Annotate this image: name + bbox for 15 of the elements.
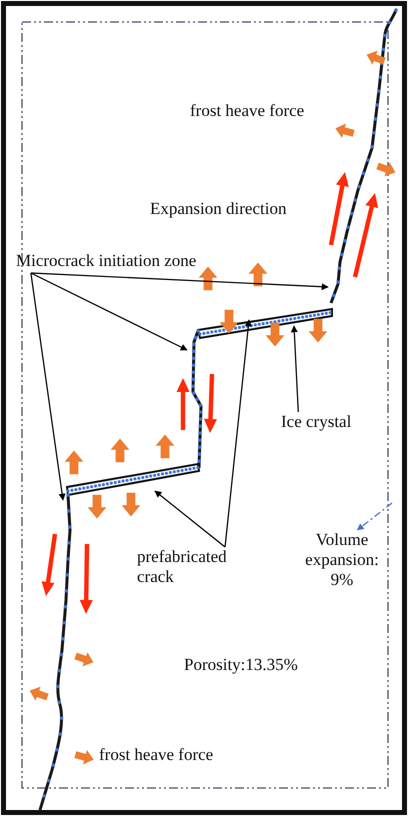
annotation-label: frost heave force (190, 101, 304, 121)
annotation-label: Volume expansion: 9% (294, 530, 390, 596)
leader-line (30, 272, 66, 501)
annotation-label: frost heave force (99, 745, 214, 765)
leader-line (290, 325, 299, 412)
annotation-label: Microcrack initiation zone (16, 251, 264, 273)
leader-line (356, 502, 392, 530)
annotation-label: prefabricated crack (137, 547, 261, 591)
leader-line (30, 272, 329, 290)
annotation-label: Ice crystal (281, 412, 377, 434)
annotation-label: Expansion direction (150, 199, 286, 219)
leader-line (154, 490, 226, 548)
leader-line (224, 319, 252, 548)
annotation-label: Porosity:13.35% (184, 655, 298, 675)
leader-line (30, 272, 188, 351)
